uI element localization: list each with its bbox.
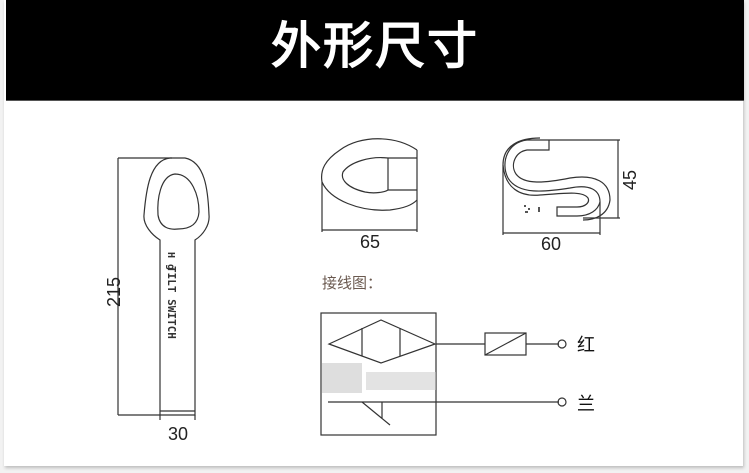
sensor-diamond [327,319,437,364]
side-view [502,137,620,235]
width-dim-30: 30 [168,424,188,444]
top-view-outline [320,138,418,211]
top-view [320,138,418,232]
marking-hg: H g [165,252,176,270]
front-view [117,157,210,420]
wiring-label: 接线图： [322,274,382,292]
title-banner: 外形尺寸 [6,0,744,101]
s-hook-outline [502,137,601,217]
terminal-blue [557,397,567,407]
page-title: 外形尺寸 [271,17,479,75]
wire-label-blue: 兰 [577,394,595,415]
wire-label-red: 红 [577,335,595,356]
terminal-red [557,339,567,349]
width-dim-65: 65 [360,232,380,252]
switch-eye-hole [157,173,200,230]
height-dim-45: 45 [620,170,640,190]
top-view-inner [341,157,389,194]
marking-tilt-switch: TILT SWITCH [165,266,178,339]
width-dim-60: 60 [541,234,561,254]
watermark-noise [322,363,436,393]
s-hook-inner [512,140,611,221]
s-hook-marking [524,205,540,213]
height-dim-215: 215 [104,277,124,307]
